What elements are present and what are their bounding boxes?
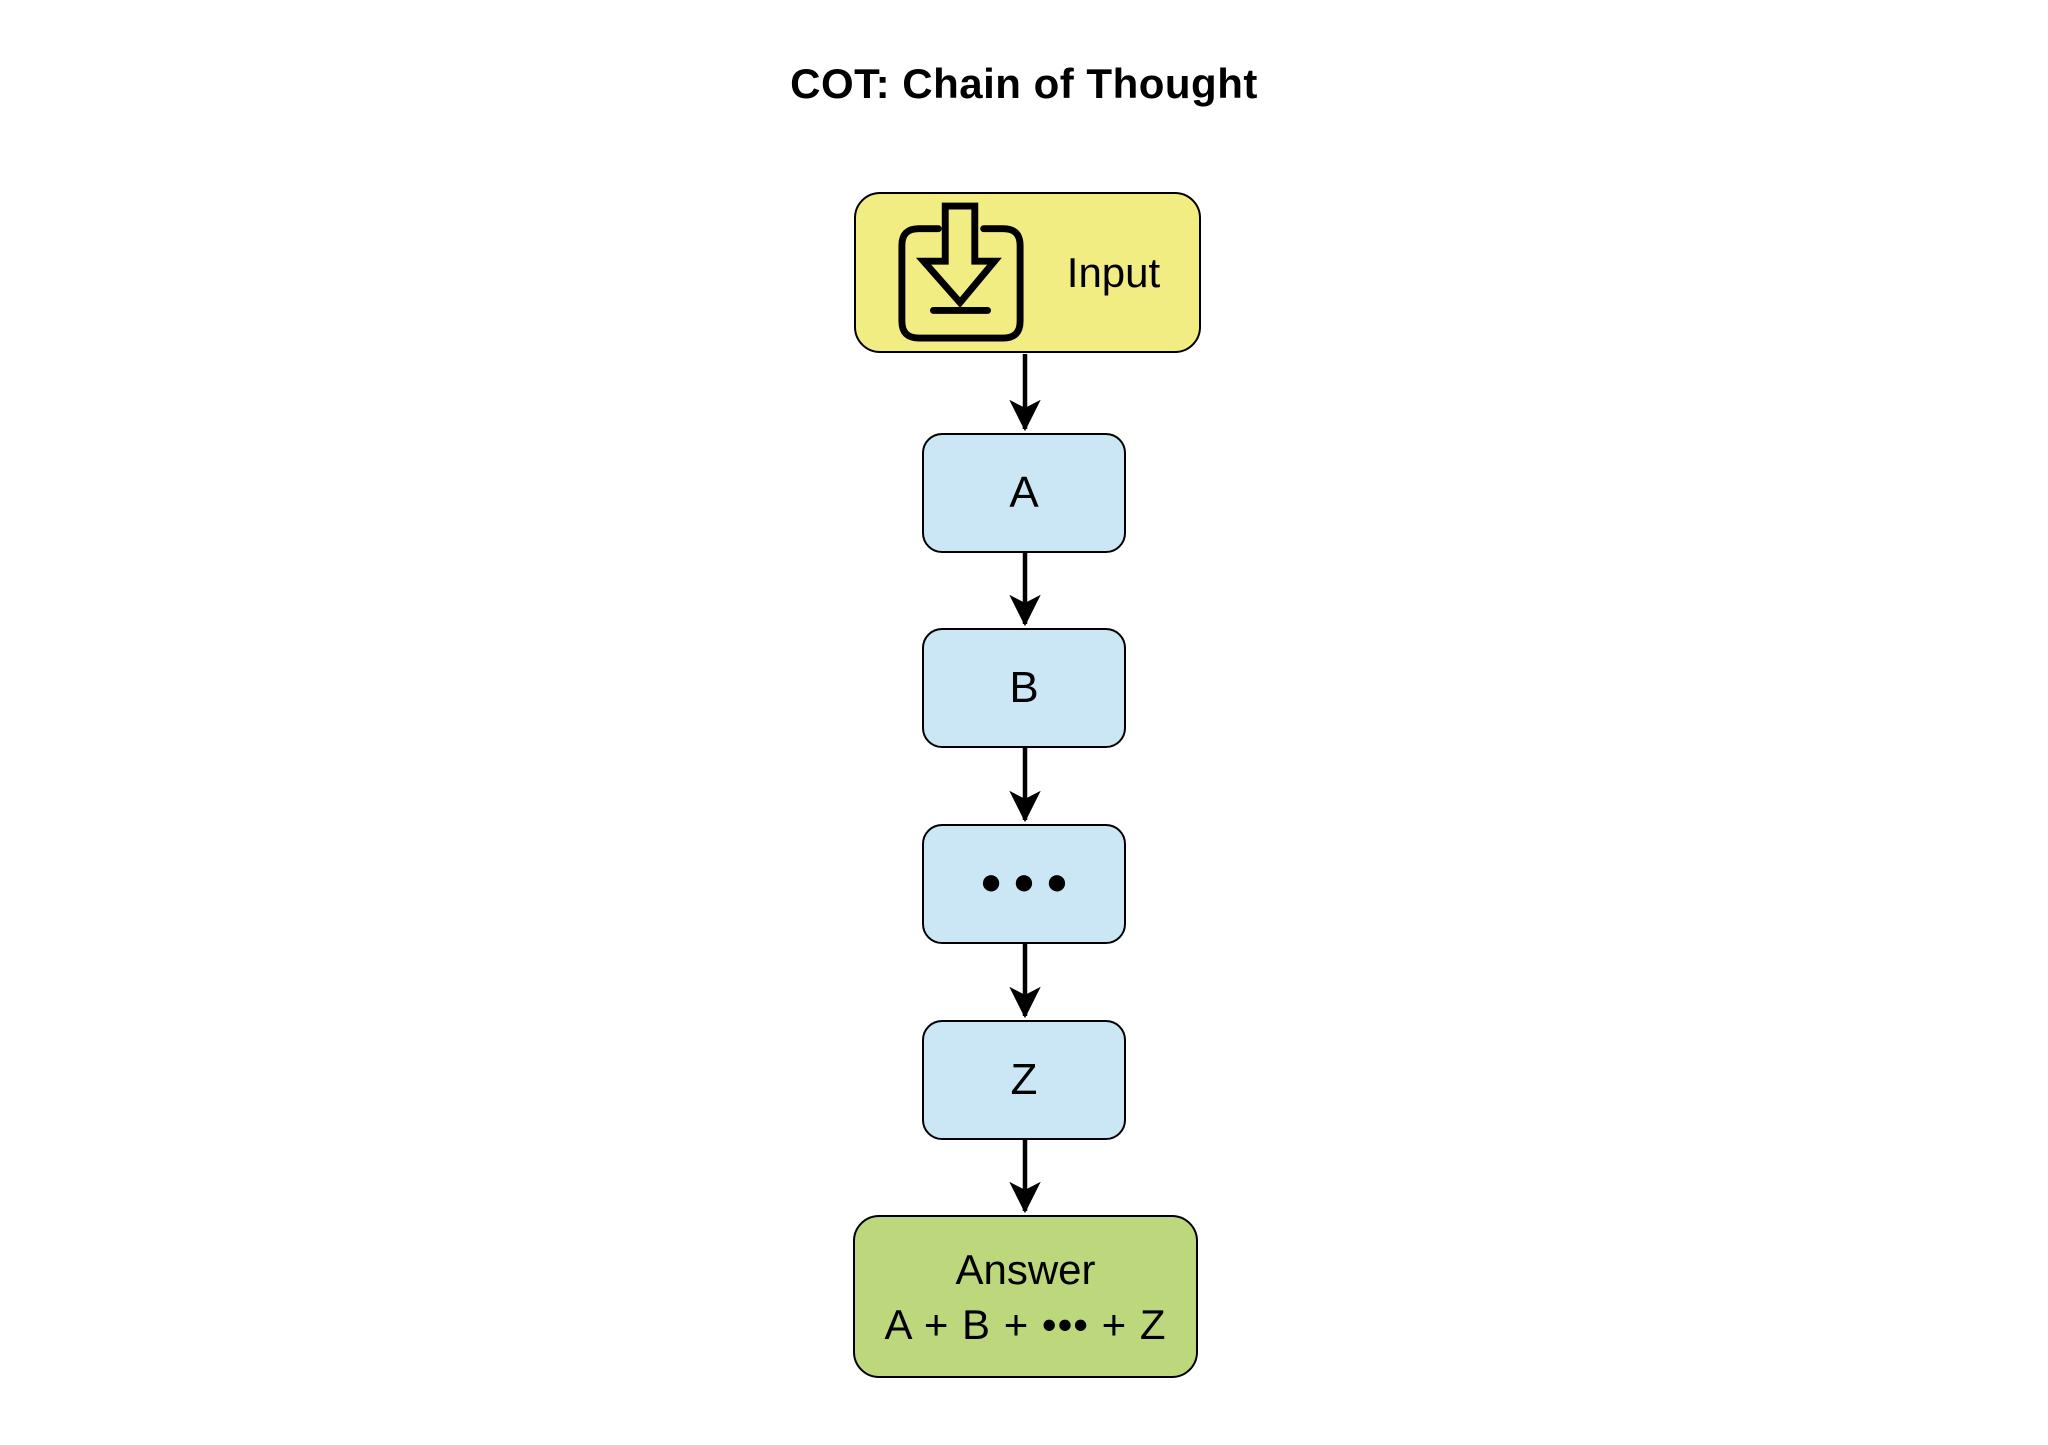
- ellipsis-dots: ●●●: [979, 861, 1079, 903]
- node-step-a-label: A: [1009, 468, 1039, 517]
- node-step-z-label: Z: [1010, 1055, 1038, 1104]
- node-step-a: A: [922, 433, 1126, 553]
- node-answer-label: Answer: [955, 1245, 1096, 1293]
- node-step-b-label: B: [1009, 663, 1039, 712]
- node-ellipsis: ●●●: [922, 824, 1126, 944]
- node-input-label: Input: [1066, 248, 1161, 296]
- node-input: Input: [854, 192, 1201, 353]
- download-icon: [898, 202, 1024, 341]
- diagram-title: COT: Chain of Thought: [790, 60, 1258, 107]
- node-step-b: B: [922, 628, 1126, 748]
- node-step-z: Z: [922, 1020, 1126, 1140]
- node-answer: Answer A + B + ••• + Z: [853, 1215, 1198, 1378]
- node-answer-formula: A + B + ••• + Z: [884, 1300, 1167, 1348]
